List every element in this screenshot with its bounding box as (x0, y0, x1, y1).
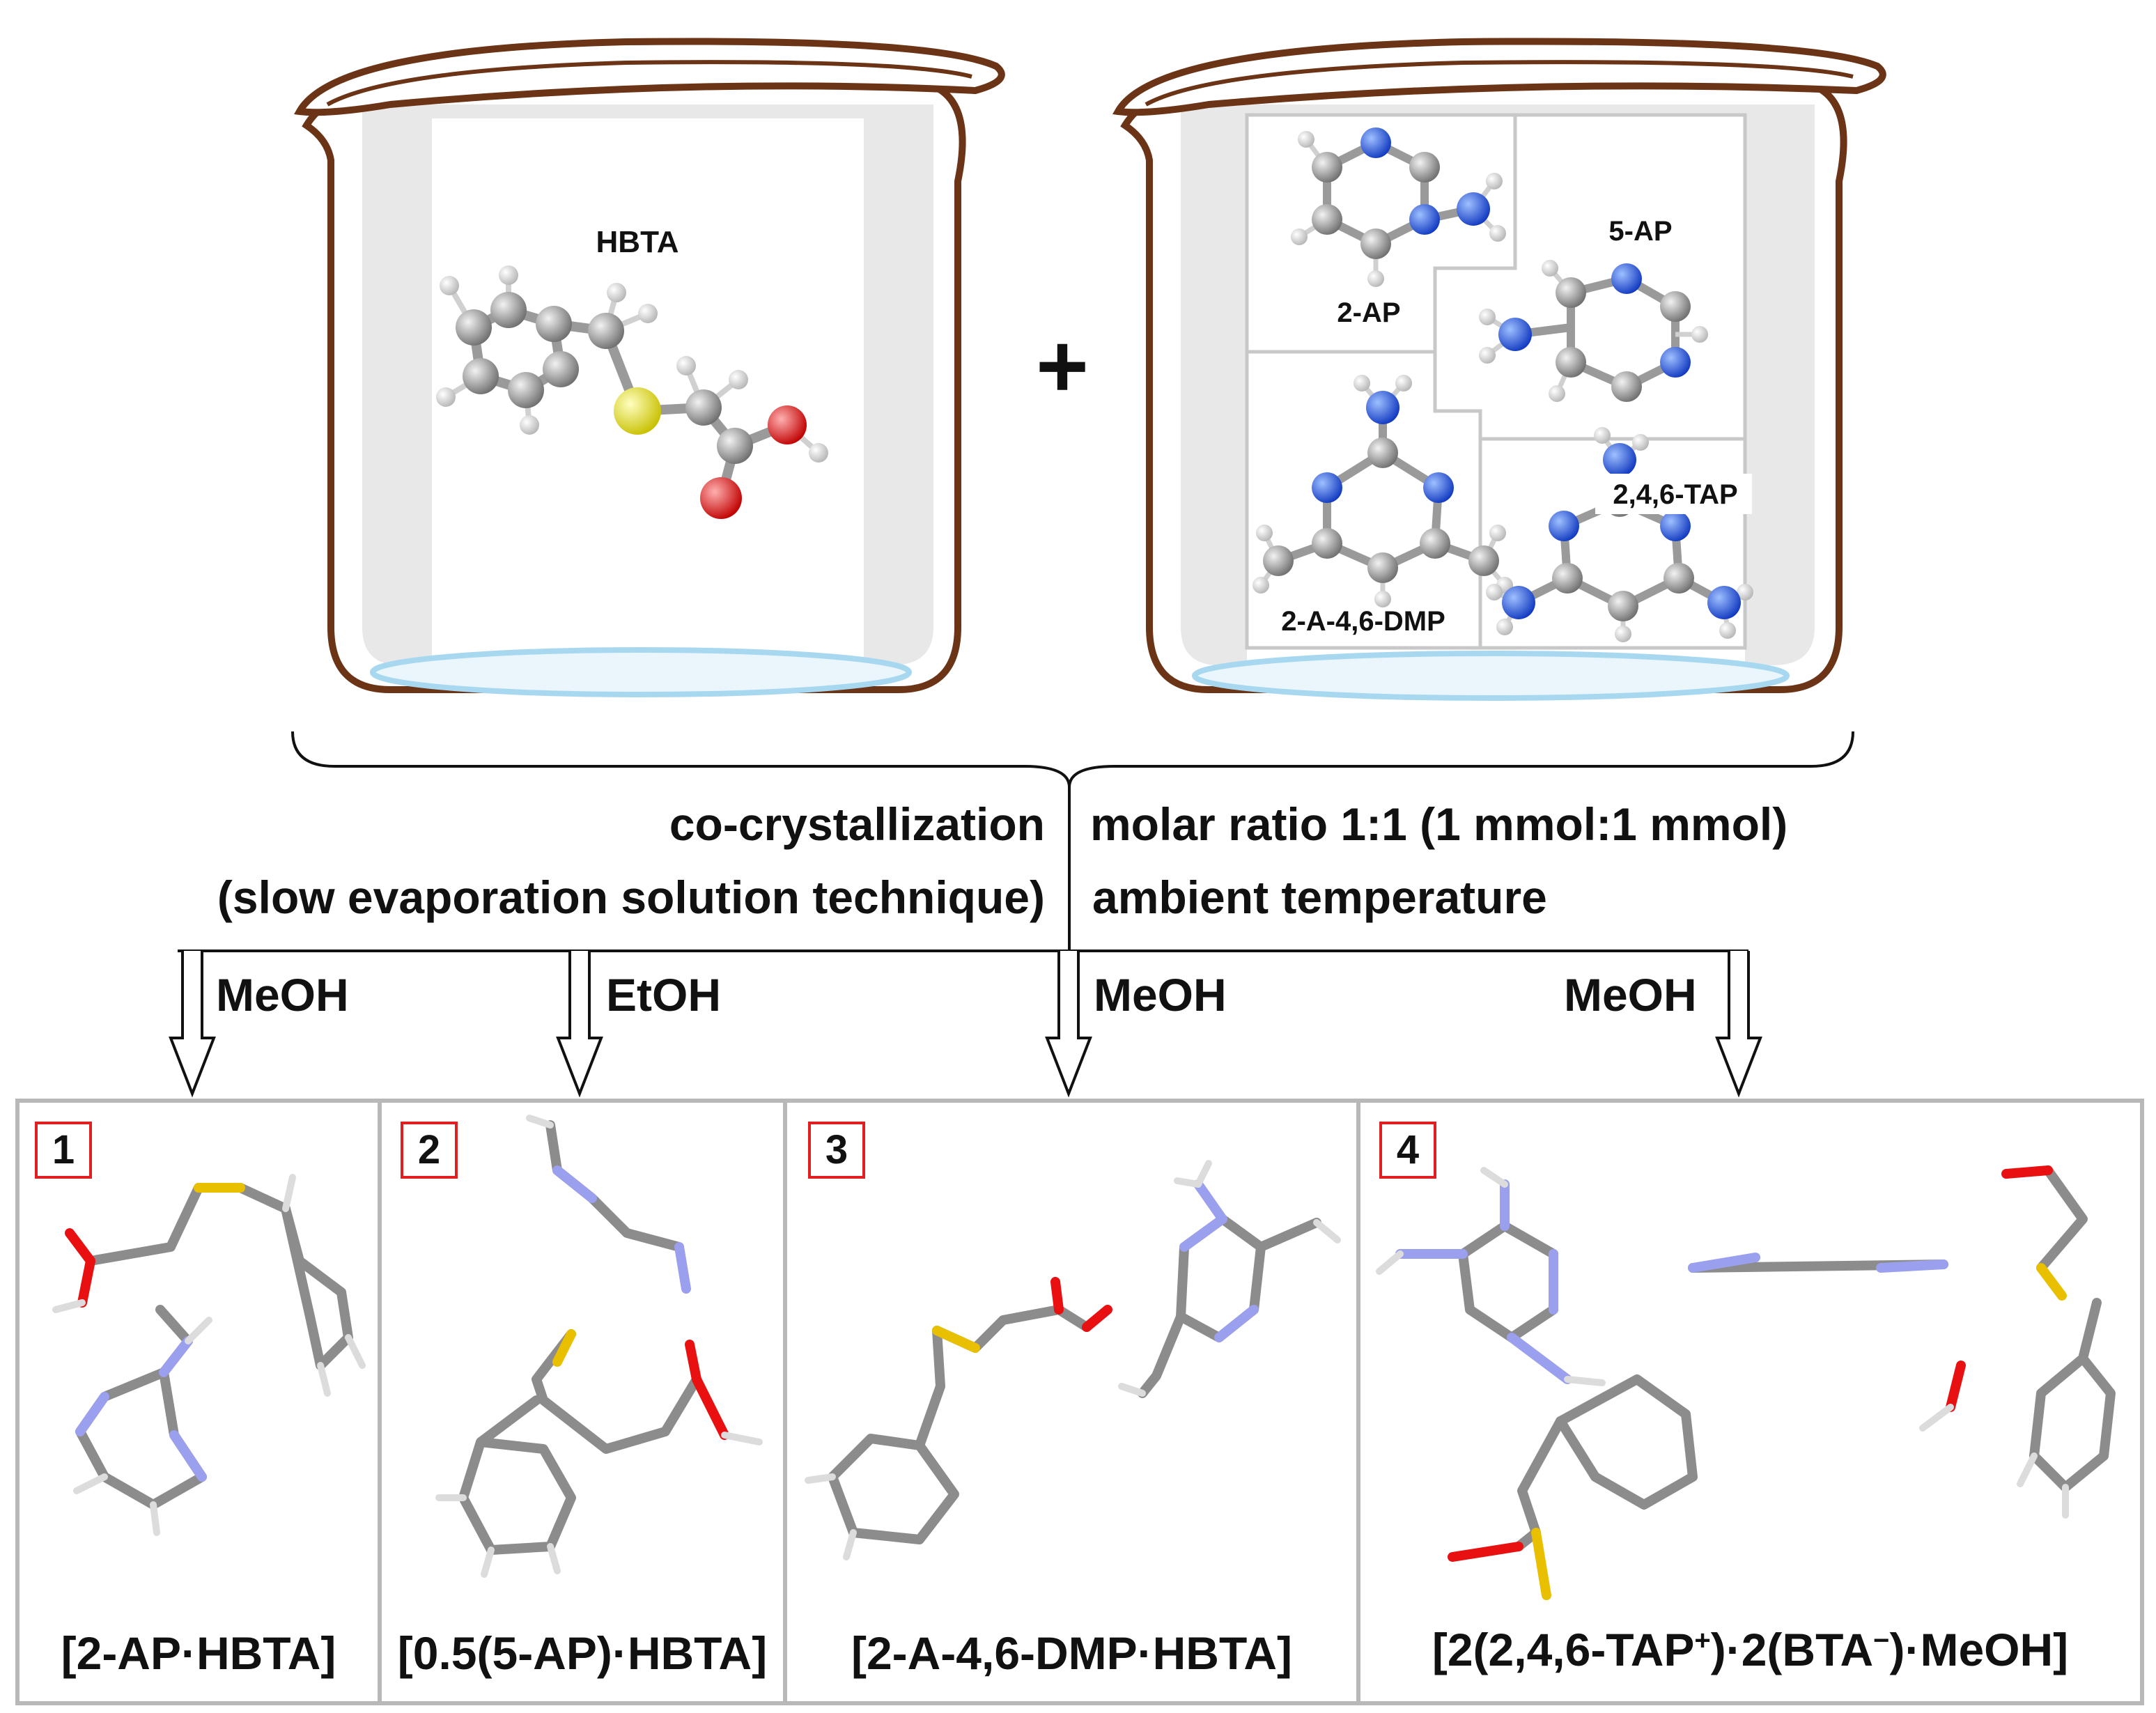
condition-molar-ratio: molar ratio 1:1 (1 mmol:1 mmol) (1090, 798, 1788, 850)
product-2-formula: [0.5(5-AP)·HBTA] (397, 1627, 768, 1679)
solvent-product-3: MeOH (1094, 969, 1227, 1021)
product-2-structure (435, 1115, 763, 1578)
2-ap-molecule-model (1291, 127, 1506, 287)
beaker-right-glass-shade (1181, 104, 1815, 665)
beaker-right-solution (1192, 651, 1790, 701)
label-5-ap: 5-AP (1608, 216, 1672, 247)
condition-co-crystallization: co-crystallization (669, 798, 1045, 850)
product-4-formula-charge-minus: − (1873, 1625, 1890, 1656)
product-2-number: 2 (401, 1122, 458, 1179)
label-2-4-6-tap-bg (1595, 474, 1752, 514)
2-a-4-6-dmp-molecule-model (1253, 375, 1513, 607)
product-1-number: 1 (35, 1122, 92, 1179)
condition-technique: (slow evaporation solution technique) (217, 871, 1045, 923)
beaker-left-rim-inner (326, 60, 972, 107)
condition-temperature: ambient temperature (1092, 871, 1547, 923)
product-3-number: 3 (808, 1122, 865, 1179)
product-4-structure (1376, 1165, 2116, 1600)
hbta-label: HBTA (596, 225, 679, 259)
product-4-formula-charge-plus: + (1694, 1625, 1711, 1656)
product-4-number: 4 (1379, 1122, 1436, 1179)
arrow-product-2 (556, 951, 603, 1098)
product-4-formula-prefix: [2(2,4,6-TAP (1432, 1624, 1695, 1675)
beaker-right-rim (1112, 38, 1886, 116)
beaker-left-rim (294, 38, 1005, 116)
beaker-left-glass-shade (362, 104, 933, 665)
product-4-formula-suffix: )·MeOH] (1889, 1624, 2069, 1675)
product-4-formula: [2(2,4,6-TAP+)·2(BTA−)·MeOH] (1362, 1627, 2139, 1673)
beaker-left-solution (370, 647, 912, 697)
product-4-formula-mid: )·2(BTA (1710, 1624, 1874, 1675)
label-2-ap: 2-AP (1337, 297, 1400, 328)
solvent-product-2: EtOH (606, 969, 721, 1021)
5-ap-molecule-model (1479, 260, 1708, 402)
arrow-product-4 (1715, 951, 1762, 1098)
solvent-product-1: MeOH (216, 969, 349, 1021)
product-3-formula: [2-A-4,6-DMP·HBTA] (851, 1627, 1293, 1679)
panel-2-a-4-6-dmp (1245, 350, 1482, 650)
beaker-right-rim-inner (1145, 60, 1854, 107)
beaker-left (294, 38, 1005, 697)
hbta-molecule-model (436, 265, 828, 519)
products-frame (15, 1099, 2144, 1705)
arrow-product-1 (169, 951, 216, 1098)
product-1-formula: [2-AP·HBTA] (61, 1627, 336, 1679)
arrow-product-3 (1045, 951, 1092, 1098)
product-3-structure (805, 1160, 1341, 1560)
label-2-a-4-6-dmp: 2-A-4,6-DMP (1281, 606, 1445, 637)
label-2-4-6-tap: 2,4,6-TAP (1613, 479, 1737, 510)
solvent-product-4: MeOH (1564, 969, 1697, 1021)
product-1-structure (52, 1174, 366, 1536)
plus-sign: + (1036, 315, 1089, 417)
combining-brace (291, 731, 1854, 788)
